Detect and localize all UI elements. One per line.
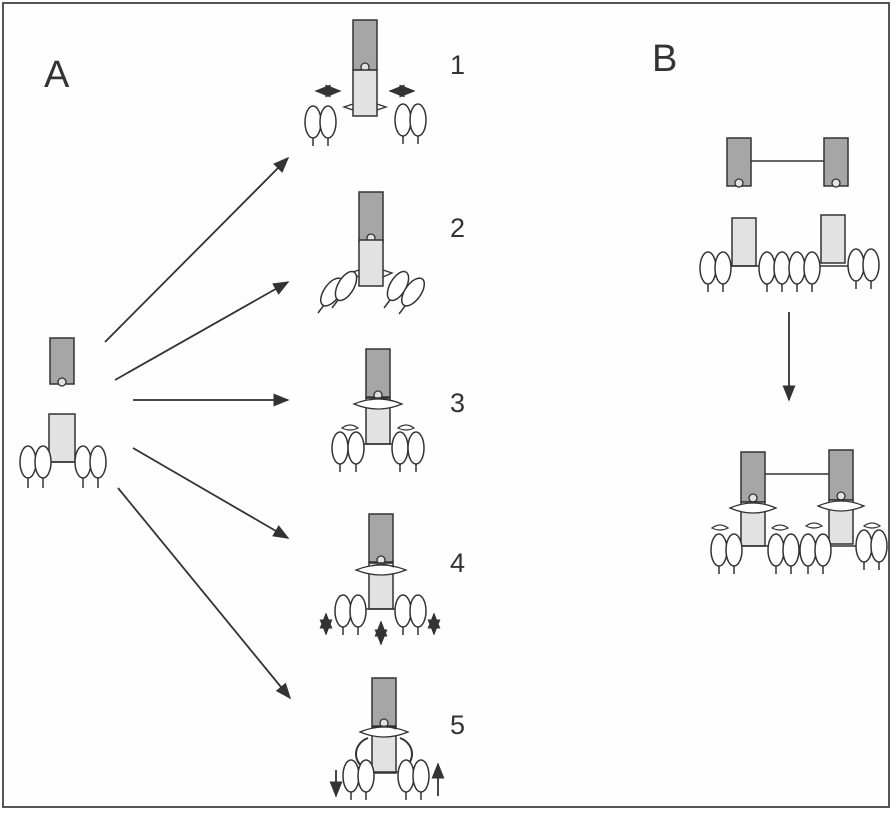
step-2-complex [317,191,426,315]
step-1-complex [304,19,427,146]
ellipse-group-right [74,445,107,488]
source-complex [19,337,107,488]
attachment-circle [57,377,67,387]
step-number-2: 2 [450,213,466,243]
arrow-to-1 [104,156,290,343]
arrow-to-4 [132,447,290,539]
panel-b-after [710,449,888,574]
step-number-4: 4 [450,548,466,578]
ellipse-group-left [19,445,52,488]
panel-b-before [699,137,880,292]
dark-receptor-block [49,337,75,385]
step-4-complex [319,513,441,646]
panel-label-a: A [44,54,70,96]
step-5-complex [329,677,445,800]
step-number-3: 3 [450,388,466,418]
fan-arrows [104,156,292,700]
step-number-5: 5 [450,710,466,740]
panel-label-b: B [652,38,678,80]
light-core-block [48,413,76,463]
arrow-to-5 [117,487,292,700]
step-3-complex [331,348,425,472]
step-number-1: 1 [450,50,466,80]
arrow-to-2 [114,281,290,381]
